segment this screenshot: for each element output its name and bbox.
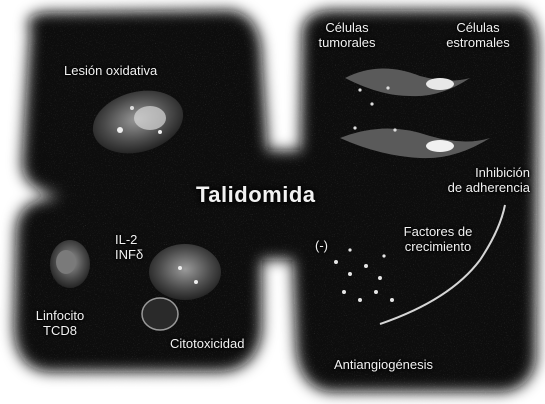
label-tumor-cells-line2: tumorales [298, 35, 396, 50]
label-stromal-cells: Células estromales [418, 20, 538, 50]
label-inhibition-sign: (-) [315, 238, 328, 253]
label-cytokines: IL-2 INFδ [115, 232, 143, 262]
label-stromal-cells-line2: estromales [418, 35, 538, 50]
label-tumor-cells-line1: Células [298, 20, 396, 35]
label-lymphocyte-line2: TCD8 [10, 323, 110, 338]
center-title: Talidomida [196, 183, 316, 207]
label-oxidative-lesion: Lesión oxidativa [64, 63, 157, 78]
lymphocyte-illustration [50, 240, 90, 288]
label-growth-factors: Factores de crecimiento [378, 224, 498, 254]
label-lymphocyte-line1: Linfocito [10, 308, 110, 323]
label-adhesion-line1: Inhibición [390, 165, 530, 180]
label-lymphocyte: Linfocito TCD8 [10, 308, 110, 338]
label-cytotoxicity: Citotoxicidad [170, 336, 244, 351]
label-il2: IL-2 [115, 232, 143, 247]
label-antiangiogenesis: Antiangiogénesis [334, 357, 433, 372]
label-adhesion-line2: de adherencia [390, 180, 530, 195]
label-adhesion-inhibition: Inhibición de adherencia [390, 165, 530, 195]
label-growth-line1: Factores de [378, 224, 498, 239]
label-inf: INFδ [115, 247, 143, 262]
label-tumor-cells: Células tumorales [298, 20, 396, 50]
label-growth-line2: crecimiento [378, 239, 498, 254]
label-stromal-cells-line1: Células [418, 20, 538, 35]
